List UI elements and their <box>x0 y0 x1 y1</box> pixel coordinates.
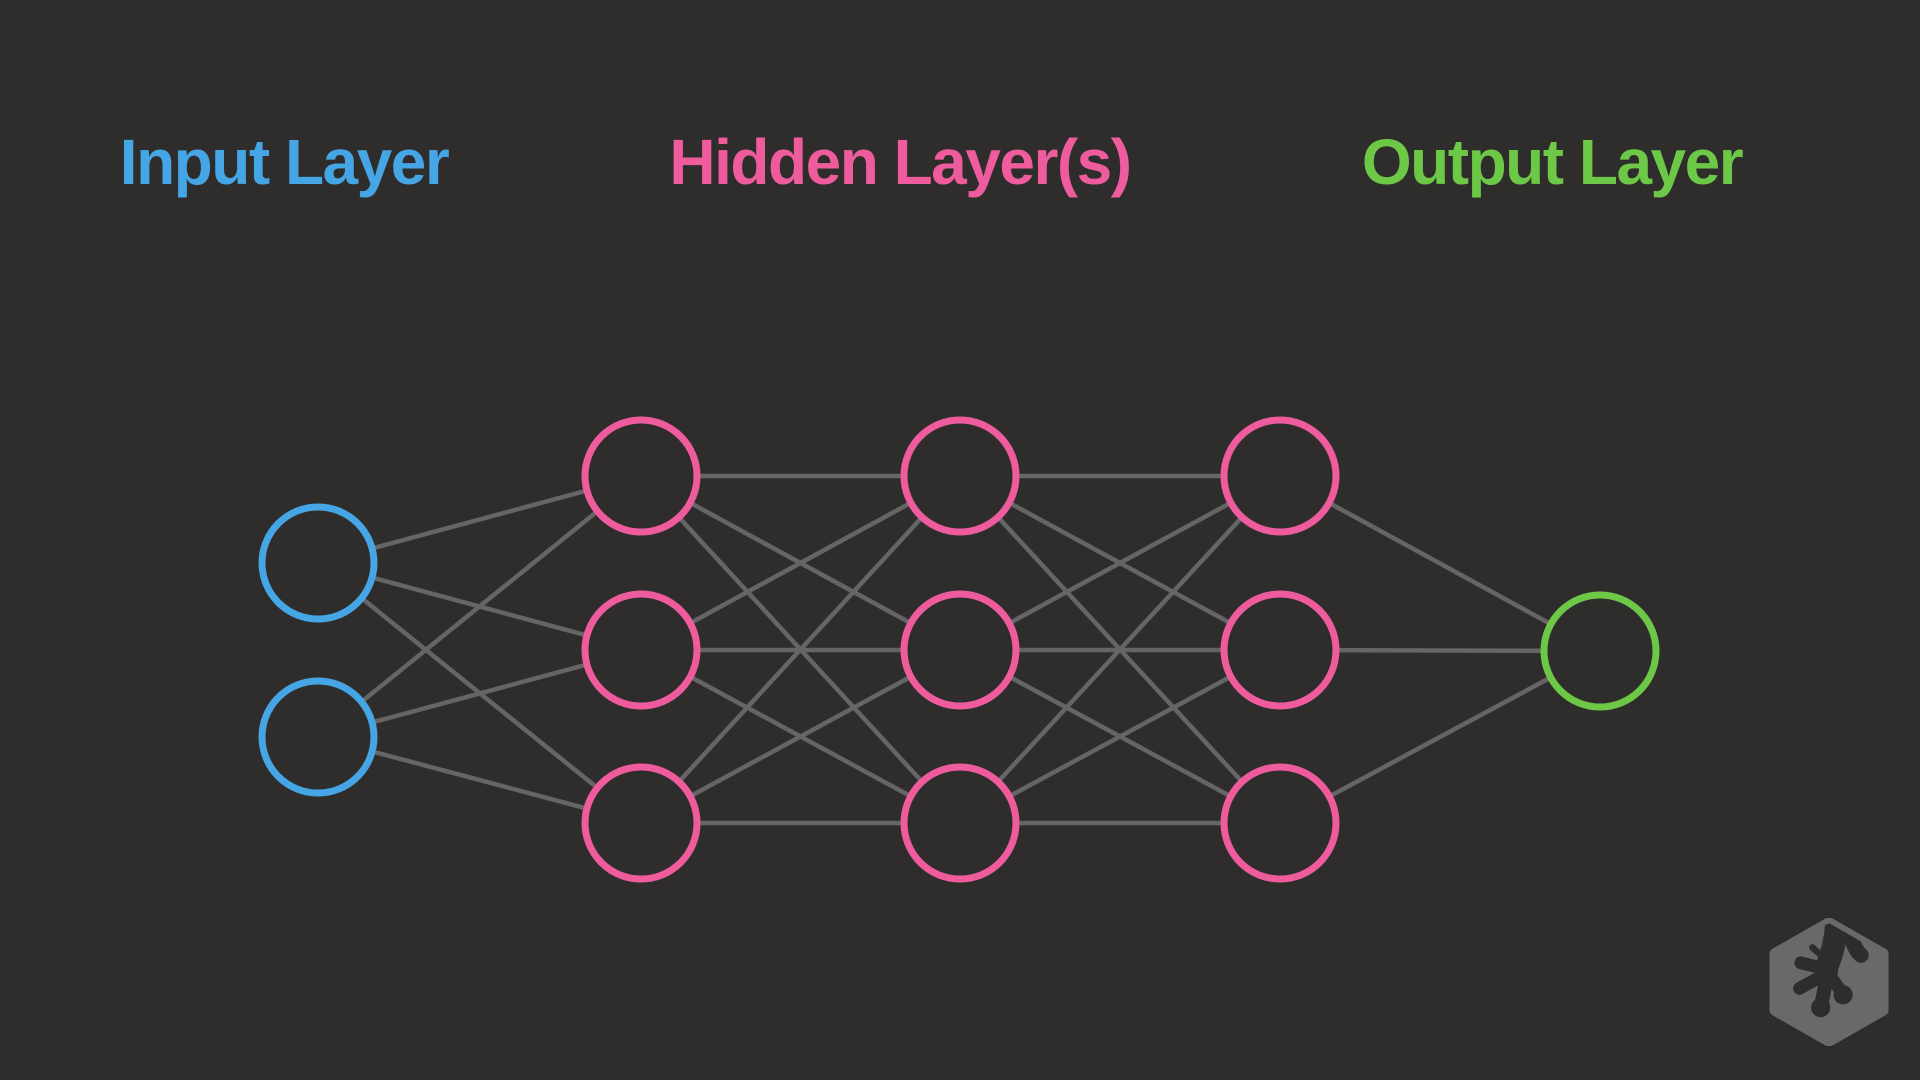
node-hidden-3-2 <box>1220 590 1340 710</box>
brand-logo <box>1769 918 1889 1046</box>
connection-line <box>639 648 962 825</box>
layer-label-output: Output Layer <box>1361 126 1744 198</box>
layer-label-hidden: Hidden Layer(s) <box>669 126 1132 198</box>
node-hidden-2-2 <box>900 590 1020 710</box>
node-hidden-1-2 <box>581 590 701 710</box>
connection-line <box>1278 474 1602 653</box>
node-input-2 <box>258 677 378 797</box>
node-hidden-3-3 <box>1220 763 1340 883</box>
connection-line <box>316 474 643 739</box>
node-output-1 <box>1540 591 1660 711</box>
connection-line <box>958 474 1282 825</box>
node-hidden-2-3 <box>900 763 1020 883</box>
node-hidden-1-3 <box>581 763 701 883</box>
connection-line <box>1278 649 1602 825</box>
claw-icon-tips <box>1811 960 1853 1018</box>
node-hidden-2-1 <box>900 416 1020 536</box>
connection-line <box>958 474 1282 652</box>
connection-line <box>958 648 1282 825</box>
connection-line <box>639 474 962 652</box>
node-input-1 <box>258 503 378 623</box>
node-hidden-1-1 <box>581 416 701 536</box>
layer-label-input: Input Layer <box>119 126 450 198</box>
connection-line <box>639 474 962 825</box>
node-hidden-3-1 <box>1220 416 1340 536</box>
